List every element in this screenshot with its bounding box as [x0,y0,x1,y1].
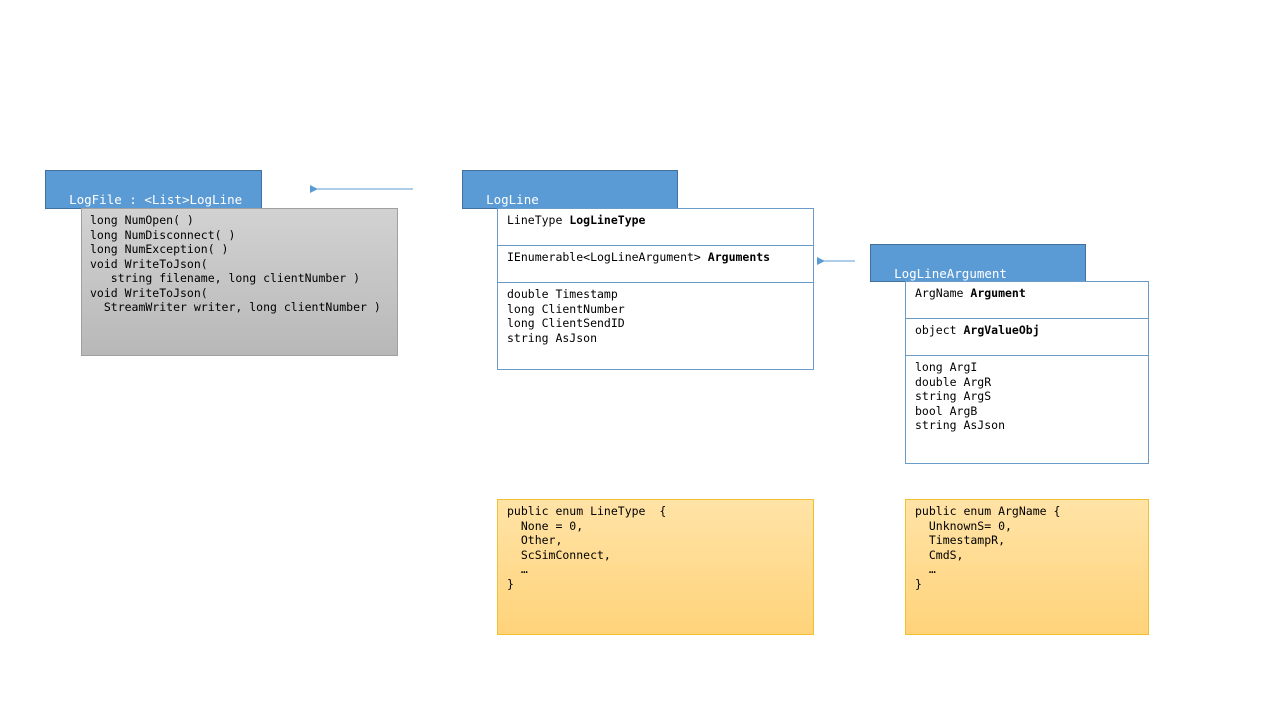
enum-line: UnknownS= 0, [915,518,1012,533]
field-type: IEnumerable<LogLineArgument> [507,250,708,264]
enum-line: } [915,576,922,591]
argument-field-section: ArgName Argument [906,282,1148,319]
enum-line: } [507,576,514,591]
field-name: ArgValueObj [963,323,1040,337]
argument-props-section: long ArgI double ArgR string ArgS bool A… [906,356,1148,437]
loglineargument-class-header: LogLineArgument [870,244,1086,282]
enum-line: TimestampR, [915,533,1006,547]
field-type: ArgName [915,286,971,300]
property: string AsJson [507,330,598,345]
logfile-methods-box: long NumOpen( ) long NumDisconnect( ) lo… [81,208,398,356]
field-name: Arguments [707,250,771,264]
enum-line: None = 0, [507,518,584,533]
property: string ArgS [915,389,992,403]
field-type: LineType [507,213,570,227]
loglineargument-title: LogLineArgument [894,266,1007,281]
enum-line: public enum LineType { [507,504,667,518]
logline-class-body: LineType LogLineType IEnumerable<LogLine… [497,208,814,370]
argument-field-section: object ArgValueObj [906,319,1148,356]
logfile-method: long NumDisconnect( ) [90,227,236,242]
enum-line: … [507,562,528,576]
property: bool ArgB [915,403,978,418]
property: string AsJson [915,418,1006,432]
logfile-method: long NumOpen( ) [90,213,194,227]
enum-line: CmdS, [915,547,964,562]
logline-field-section: LineType LogLineType [498,209,813,246]
property: double ArgR [915,374,992,389]
enum-line: public enum ArgName { [915,504,1061,518]
field-type: object [915,323,964,337]
logfile-method: long NumException( ) [90,242,229,256]
property: double Timestamp [507,287,618,301]
field-name: Argument [970,286,1026,300]
logfile-method: void WriteToJson( [90,256,208,271]
logline-title: LogLine [486,192,539,207]
logfile-class-header: LogFile : <List>LogLine [45,170,262,209]
enum-argname-box: public enum ArgName { UnknownS= 0, Times… [905,499,1149,635]
field-name: LogLineType [569,213,646,227]
property: long ClientSendID [507,316,625,330]
property: long ClientNumber [507,301,625,316]
enum-line: ScSimConnect, [507,547,611,562]
logfile-method: void WriteToJson( [90,285,208,300]
enum-linetype-box: public enum LineType { None = 0, Other, … [497,499,814,635]
enum-line: Other, [507,533,563,547]
logline-field-section: IEnumerable<LogLineArgument> Arguments [498,246,813,283]
logline-props-section: double Timestamp long ClientNumber long … [498,283,813,349]
loglineargument-class-body: ArgName Argument object ArgValueObj long… [905,281,1149,464]
logline-class-header: LogLine [462,170,678,209]
property: long ArgI [915,360,978,374]
logfile-title: LogFile : <List>LogLine [69,192,243,207]
logfile-method: string filename, long clientNumber ) [90,271,361,285]
logfile-method: StreamWriter writer, long clientNumber ) [90,300,381,314]
enum-line: … [915,562,936,576]
